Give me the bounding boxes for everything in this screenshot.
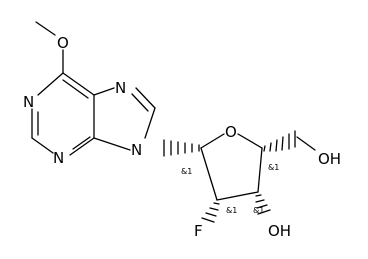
atom-oh-5: OH (318, 150, 341, 168)
bond-c8-n9 (144, 107, 156, 139)
bond-n3-c4 (69, 137, 95, 156)
bond-c5-c6 (62, 72, 95, 96)
stereo-labels: &1 &1 &1 &1 (181, 163, 279, 215)
atom-oh-3: OH (268, 222, 291, 240)
stereo-label-c1: &1 (181, 167, 192, 176)
hash-c2-f (201, 202, 220, 223)
bond-c4-c3 (257, 147, 263, 193)
atom-labels: O N N N N O OH F OH (23, 34, 341, 240)
bond-c2-n3 (31, 137, 54, 154)
bond-c2-c1 (200, 147, 218, 201)
stereo-label-c2: &1 (226, 206, 237, 215)
bond-c3-c2 (216, 191, 259, 201)
bond-n9-c4 (93, 137, 131, 151)
stereo-bonds (163, 130, 296, 223)
bond-c5-n7 (93, 87, 115, 96)
bond-c5prime-o (296, 136, 316, 151)
bonds (31, 21, 316, 201)
atom-o-ring: O (225, 123, 237, 141)
bond-n7-c8-inner (131, 93, 149, 112)
bond-oring-c4 (237, 133, 263, 149)
hash-c1-n9 (163, 139, 200, 157)
atom-n9: N (131, 141, 142, 159)
hash-c4-c5prime (263, 130, 296, 152)
bond-c5-c6-inner (62, 79, 89, 99)
atom-f: F (194, 222, 203, 240)
stereo-label-c3: &1 (253, 206, 264, 215)
atom-n3: N (53, 149, 64, 167)
atom-n1: N (23, 93, 34, 111)
atom-o-methoxy: O (57, 34, 69, 52)
bond-c6-n1 (37, 72, 64, 96)
bond-n3-c4-inner (72, 136, 91, 150)
bond-methyl-o (35, 21, 56, 36)
hash-c3-oh (255, 194, 271, 215)
atom-n7: N (115, 79, 126, 97)
bond-c1-oring (200, 133, 225, 149)
bond-n7-c8 (135, 87, 156, 109)
stereo-label-c4: &1 (268, 163, 279, 172)
